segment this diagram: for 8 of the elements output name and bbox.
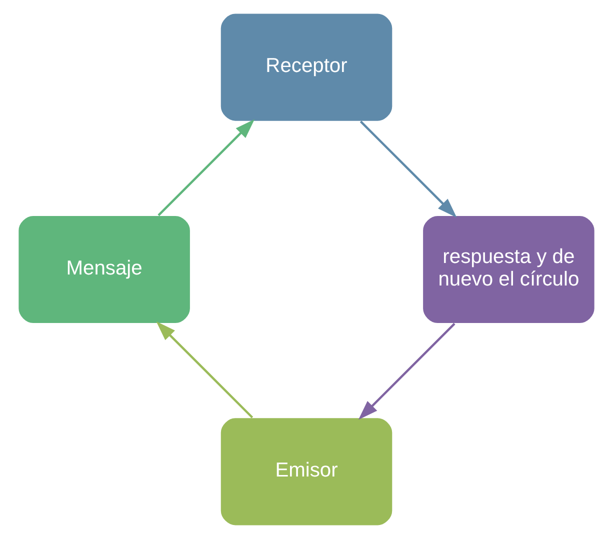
arrow: [156, 321, 253, 418]
arrow: [358, 322, 455, 420]
arrow: [359, 120, 456, 218]
node-box: Receptor: [219, 12, 393, 122]
node-box: Mensaje: [16, 214, 191, 324]
node-box: respuesta y de nuevo el círculo: [421, 214, 596, 324]
arrow: [157, 119, 254, 216]
node-box: Emisor: [219, 416, 393, 526]
